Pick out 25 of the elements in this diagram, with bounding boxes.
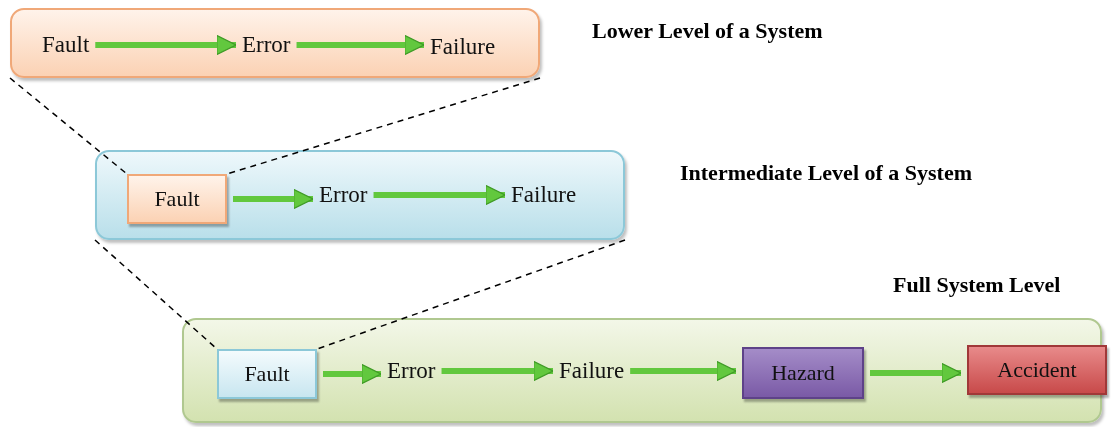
process-box: Fault [127, 174, 227, 224]
process-box: Accident [967, 345, 1107, 395]
process-box: Fault [217, 349, 317, 399]
arrow [296, 34, 425, 56]
arrow [95, 34, 237, 56]
process-label: Error [387, 358, 436, 384]
process-label: Failure [559, 358, 625, 384]
zoom-line [226, 77, 541, 175]
level-heading: Lower Level of a System [592, 18, 823, 44]
arrow [870, 362, 962, 384]
zoom-line [9, 77, 128, 175]
arrow [630, 360, 737, 382]
zoom-line [316, 239, 626, 350]
arrow [323, 363, 382, 385]
arrow [373, 184, 506, 206]
process-box: Hazard [742, 347, 864, 399]
process-label: Failure [430, 34, 496, 60]
process-label: Failure [511, 182, 577, 208]
level-heading: Full System Level [893, 272, 1061, 298]
process-label: Error [319, 182, 368, 208]
process-label: Error [242, 32, 291, 58]
arrow [441, 360, 554, 382]
arrow [233, 188, 314, 210]
level-heading: Intermediate Level of a System [680, 160, 973, 186]
process-label: Fault [42, 32, 90, 58]
